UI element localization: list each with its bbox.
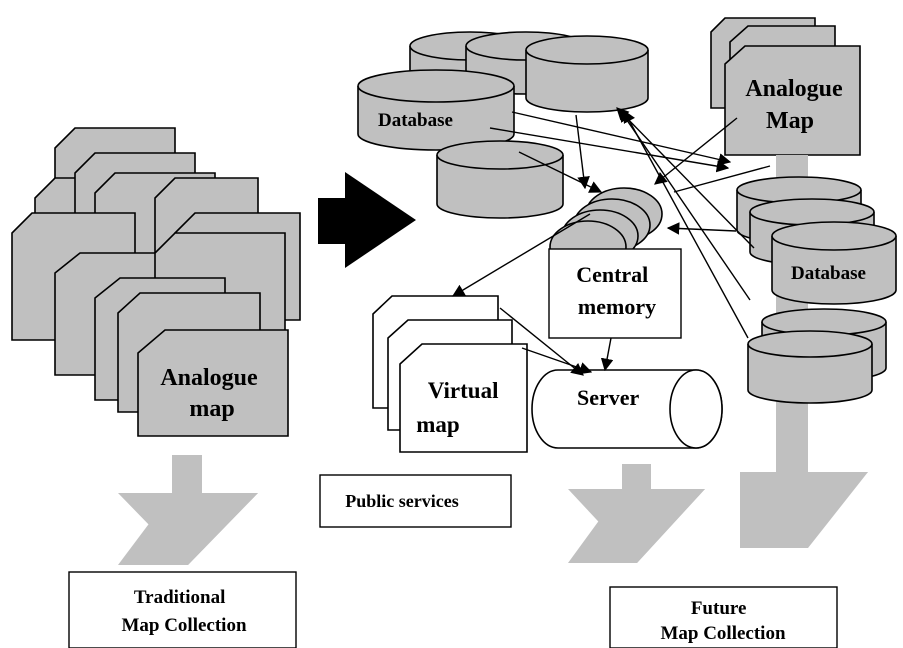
traditional-collection-box <box>68 571 297 648</box>
virtual-map-label: Virtual map <box>416 378 504 437</box>
public-services-box <box>319 474 512 528</box>
database-label-top: Database <box>378 110 453 131</box>
connection-lines <box>451 107 771 376</box>
analogue-map-front-card <box>137 329 289 437</box>
server-cylinder: Server <box>531 369 723 449</box>
analogue-map-label: Analogue map <box>160 365 263 422</box>
public-services-label: Public services <box>345 491 458 511</box>
database-cluster-right: Database <box>736 176 897 404</box>
future-collection-box <box>609 586 838 648</box>
future-analogue-map-stack: Analogue Map <box>710 17 861 156</box>
server-label: Server <box>577 385 640 410</box>
database-label-right: Database <box>791 263 866 284</box>
transition-arrow <box>318 172 416 268</box>
future-collection-label: Future Map Collection <box>660 598 786 644</box>
virtual-map-stack: Virtual map <box>372 295 528 453</box>
central-memory-box <box>548 248 682 339</box>
central-memory-label: Central memory <box>576 262 656 319</box>
database-cluster-top: Database <box>357 31 649 219</box>
future-analogue-map-label: Analogue Map <box>745 76 848 134</box>
traditional-collection-label: Traditional Map Collection <box>121 587 247 636</box>
traditional-map-stack: Analogue map <box>11 127 301 437</box>
